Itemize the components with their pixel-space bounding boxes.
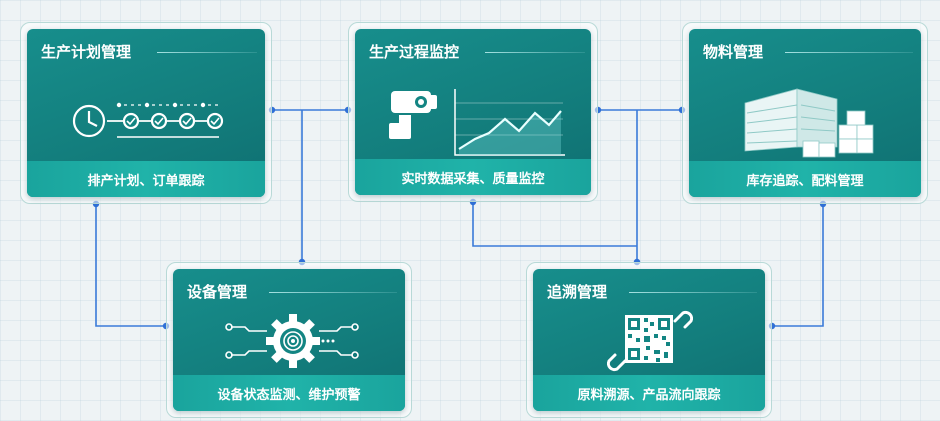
card-body: 设备管理 — [173, 269, 405, 411]
card-traceability-management[interactable]: 追溯管理 — [526, 262, 772, 418]
card-subtitle: 实时数据采集、质量监控 — [355, 159, 591, 195]
card-body: 追溯管理 — [533, 269, 765, 411]
card-material-management[interactable]: 物料管理 库存追踪、配料管理 — [682, 22, 928, 204]
connector-process-trace — [472, 202, 637, 247]
card-production-planning[interactable]: 生产计划管理 排产计划、订单跟踪 — [20, 22, 272, 204]
qr-code-link-icon — [606, 310, 694, 372]
connector-planning-equipment — [95, 204, 166, 327]
title-divider — [485, 52, 585, 53]
card-body: 生产过程监控 实时数据采集、质量监控 — [355, 29, 591, 195]
card-process-monitoring[interactable]: 生产过程监控 实时数据采集、质量监控 — [348, 22, 598, 202]
card-title: 物料管理 — [703, 43, 764, 61]
card-subtitle: 库存追踪、配料管理 — [689, 161, 921, 197]
card-body: 生产计划管理 排产计划、订单跟踪 — [27, 29, 265, 197]
card-title: 追溯管理 — [547, 283, 608, 301]
title-divider — [269, 292, 397, 293]
card-equipment-management[interactable]: 设备管理 — [166, 262, 412, 418]
title-divider — [785, 52, 913, 53]
card-title: 生产过程监控 — [369, 43, 460, 61]
card-subtitle: 原料溯源、产品流向跟踪 — [533, 375, 765, 411]
camera-chart-icon — [389, 89, 565, 156]
gear-circuit-icon — [225, 314, 359, 368]
card-subtitle: 排产计划、订单跟踪 — [27, 161, 265, 197]
card-subtitle: 设备状态监测、维护预警 — [173, 375, 405, 411]
card-title: 生产计划管理 — [41, 43, 132, 61]
card-body: 物料管理 库存追踪、配料管理 — [689, 29, 921, 197]
card-title: 设备管理 — [187, 283, 248, 301]
connector-material-trace — [772, 204, 824, 327]
warehouse-icon — [744, 88, 874, 158]
clock-timeline-icon — [72, 102, 224, 138]
title-divider — [629, 292, 757, 293]
title-divider — [157, 52, 257, 53]
